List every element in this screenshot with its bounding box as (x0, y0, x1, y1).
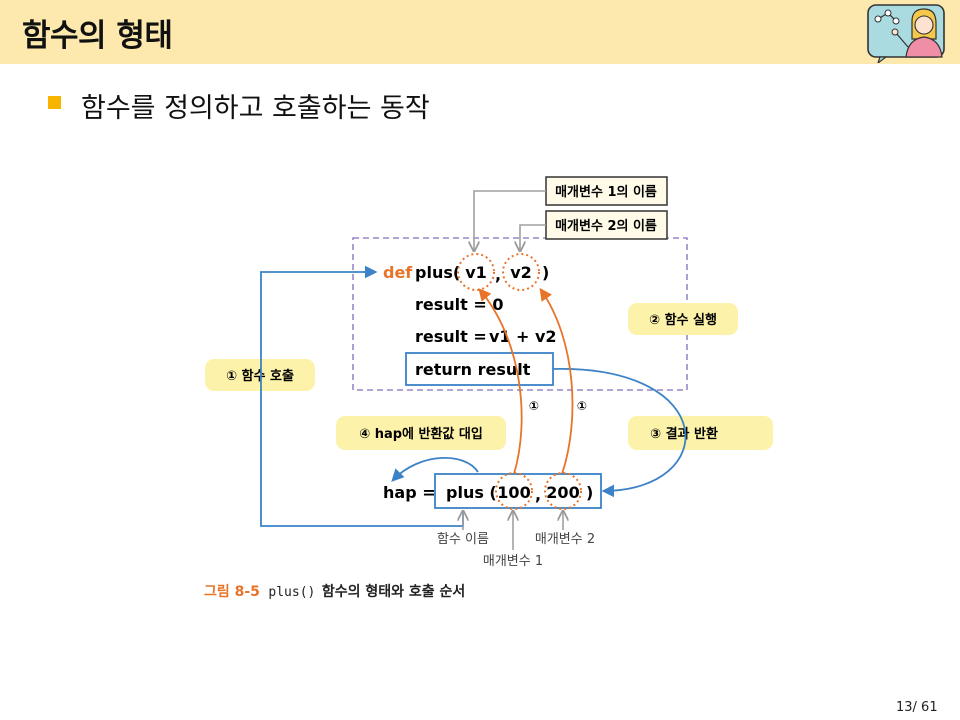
call-arg-200: 200 (546, 483, 579, 502)
page-number: 13/ 61 (896, 700, 938, 715)
caption-label: 그림 8-5 (204, 584, 260, 600)
param2-name-tag: 매개변수 2의 이름 (555, 218, 657, 234)
def-close: ) (542, 263, 549, 282)
param1-name-tag: 매개변수 1의 이름 (555, 184, 657, 200)
code-line-result-assign: result = (415, 327, 487, 346)
call-arg-100: 100 (497, 483, 530, 502)
def-comma: , (495, 265, 501, 284)
caption-text: 함수의 형태와 호출 순서 (321, 584, 466, 600)
call-hap-assign: hap = (383, 483, 436, 502)
def-param-v2: v2 (510, 263, 532, 282)
def-param-v1: v1 (465, 263, 487, 282)
code-line-v2: v2 (535, 327, 557, 346)
note-function-call: ① 함수 호출 (226, 368, 294, 384)
header-bar: 함수의 형태 (0, 0, 960, 64)
note-function-exec: ② 함수 실행 (649, 312, 717, 328)
arg2-to-v2-arrow (539, 287, 574, 475)
assign-flow-arrow (391, 456, 479, 482)
param2-pointer-arrow (520, 224, 546, 250)
marker-arg1: ① (529, 399, 539, 413)
teacher-mascot-icon (867, 4, 945, 63)
label-param-1: 매개변수 1 (483, 554, 543, 569)
return-flow-arrow (552, 368, 687, 498)
call-close: ) (586, 483, 593, 502)
note-return-result: ③ 결과 반환 (650, 426, 718, 442)
label-param-2: 매개변수 2 (535, 532, 595, 547)
param1-pointer-arrow (474, 190, 546, 250)
def-keyword: def (383, 263, 413, 282)
bullet-square-icon (48, 96, 61, 109)
label-function-name: 함수 이름 (437, 532, 489, 547)
caption-code: plus() (268, 585, 316, 600)
def-plus-open: plus( (415, 263, 460, 282)
call-comma: , (535, 485, 541, 504)
bullet-text: 함수를 정의하고 호출하는 동작 (81, 93, 430, 124)
call-plus: plus ( (446, 483, 497, 502)
slide-title: 함수의 형태 (22, 18, 173, 54)
call-box (434, 473, 602, 509)
marker-arg2: ① (577, 399, 587, 413)
return-box (405, 352, 554, 386)
figure-caption: 그림 8-5 plus() 함수의 형태와 호출 순서 (204, 581, 465, 601)
arg1-to-v1-arrow (478, 288, 523, 475)
note-assign-hap: ④ hap에 반환값 대입 (359, 426, 483, 442)
code-line-plus: + (516, 327, 529, 346)
code-line-return: return result (415, 360, 531, 379)
